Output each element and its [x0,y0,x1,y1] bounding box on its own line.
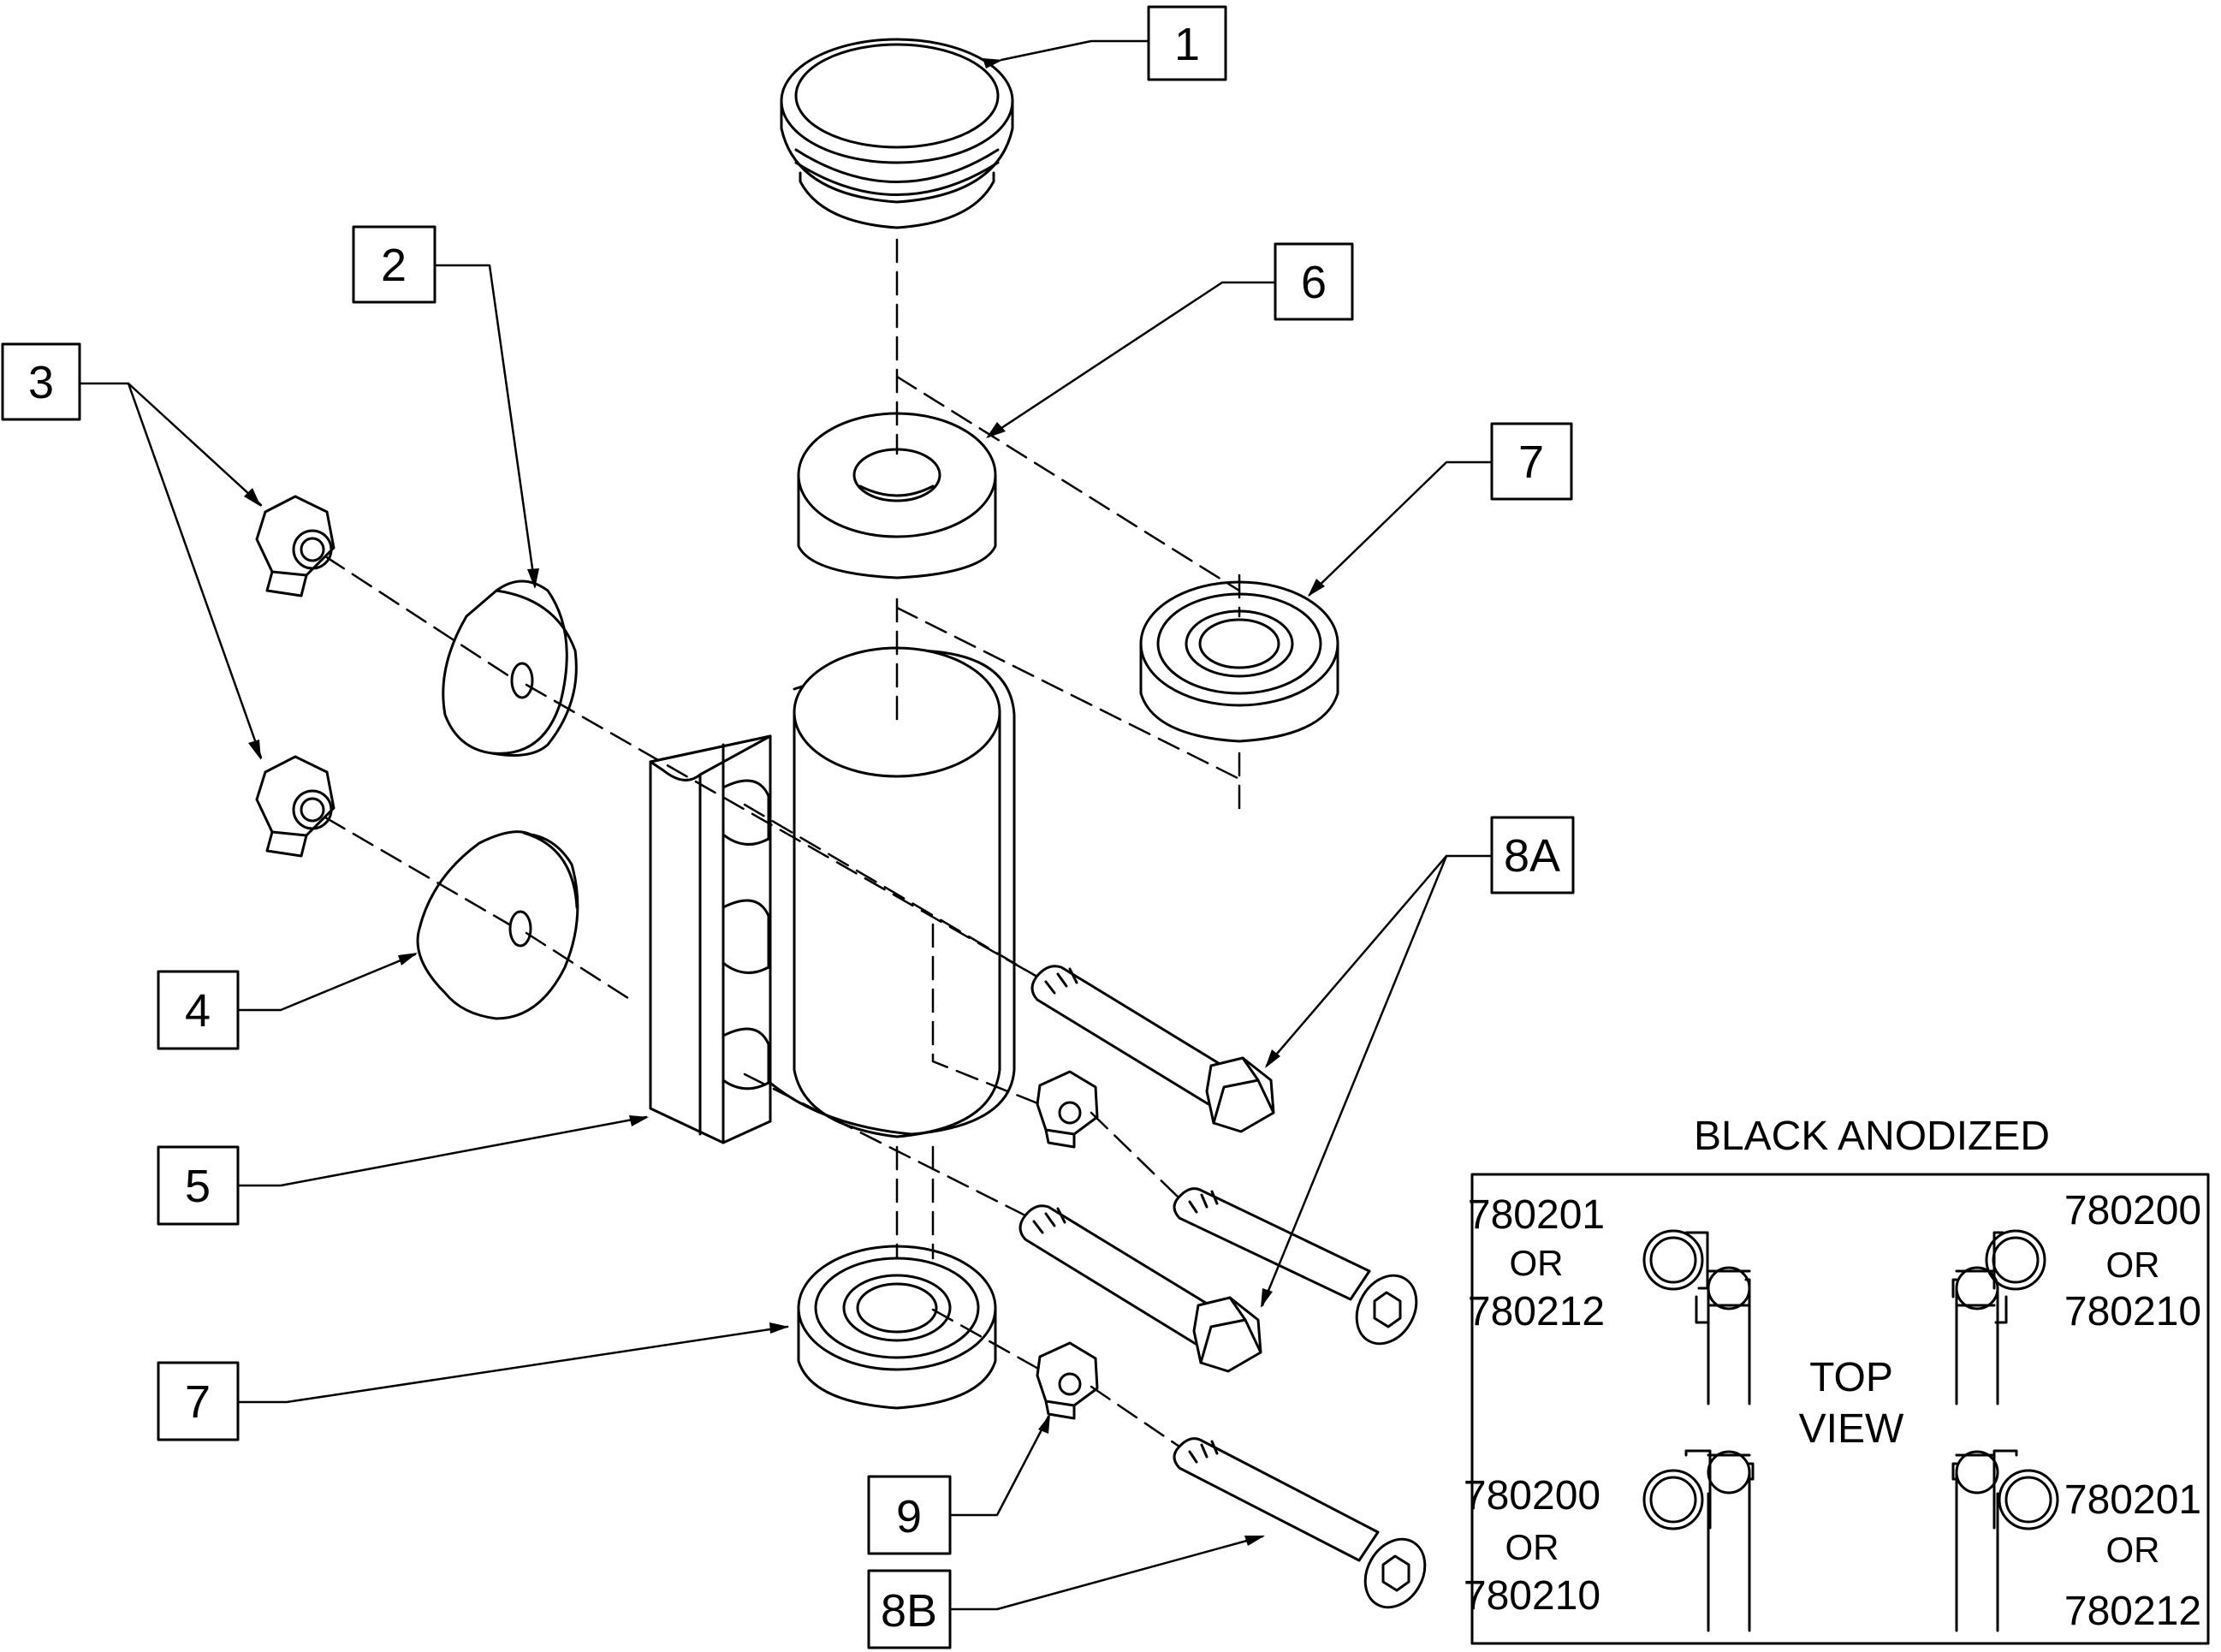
bottom-left-part-1: 780200 [1464,1473,1600,1518]
clamp-bottom-left [1642,1449,1755,1632]
top-right-part-1: 780200 [2064,1188,2201,1233]
part-3-nut-lower [255,755,336,858]
top-view-line-2: VIEW [1799,1406,1904,1452]
callout-4: 4 [185,985,211,1037]
part-2-washer [442,579,578,757]
part-5-housing [649,646,1016,1144]
callout-labels: 1 2 3 4 5 6 7 7 8A 8B 9 [28,19,1560,1637]
part-8b-socket-screw-lower [1173,1437,1427,1609]
callout-leaders [80,39,1494,1611]
callout-9: 9 [896,1491,922,1542]
part-4-cam [416,830,579,1020]
callout-arrowheads [244,58,1325,1546]
top-left-part-2: 780212 [1468,1289,1605,1334]
callout-boxes [1,5,1575,1649]
inset-panel [1470,1173,2210,1645]
part-3-nut-upper [255,495,336,597]
callout-1: 1 [1174,19,1200,70]
bottom-right-part-1: 780201 [2064,1477,2201,1523]
top-right-or: OR [2106,1245,2160,1285]
top-left-or: OR [1510,1243,1564,1283]
part-8b-socket-screw-upper [1173,1187,1418,1346]
bottom-left-or: OR [1505,1527,1559,1567]
inset-title: BLACK ANODIZED [1694,1114,2050,1159]
callout-3: 3 [28,357,54,408]
callout-5: 5 [185,1161,211,1212]
bottom-left-part-2: 780210 [1464,1573,1600,1619]
part-7-bearing-lower [797,1245,997,1410]
callout-6: 6 [1301,257,1327,308]
inset-labels: BLACK ANODIZED 780201 OR 780212 780200 O… [1464,1114,2201,1634]
callout-7-lower: 7 [185,1376,211,1428]
part-8a-hex-bolt-lower [1018,1204,1262,1373]
callout-8a: 8A [1504,830,1560,882]
callout-8b: 8B [881,1585,937,1637]
part-1-end-cap [780,38,1014,229]
bottom-right-or: OR [2106,1530,2160,1570]
clamp-bottom-right [1951,1449,2059,1632]
part-7-bearing-upper [1139,580,1339,743]
top-view-line-1: TOP [1809,1355,1893,1400]
callout-2: 2 [381,240,407,291]
clamp-top-left [1642,1229,1751,1405]
part-9-nut-upper [1036,1070,1099,1149]
assembly-center-lines [324,238,1241,1448]
top-right-part-2: 780210 [2064,1289,2201,1334]
part-8a-hex-bolt-upper [1030,965,1275,1133]
bottom-right-part-2: 780212 [2064,1589,2201,1634]
clamp-top-right [1951,1229,2046,1405]
callout-7-upper: 7 [1518,437,1544,488]
top-left-part-1: 780201 [1468,1192,1605,1238]
part-9-nut-lower [1036,1341,1099,1420]
part-6-spacer [797,412,997,579]
